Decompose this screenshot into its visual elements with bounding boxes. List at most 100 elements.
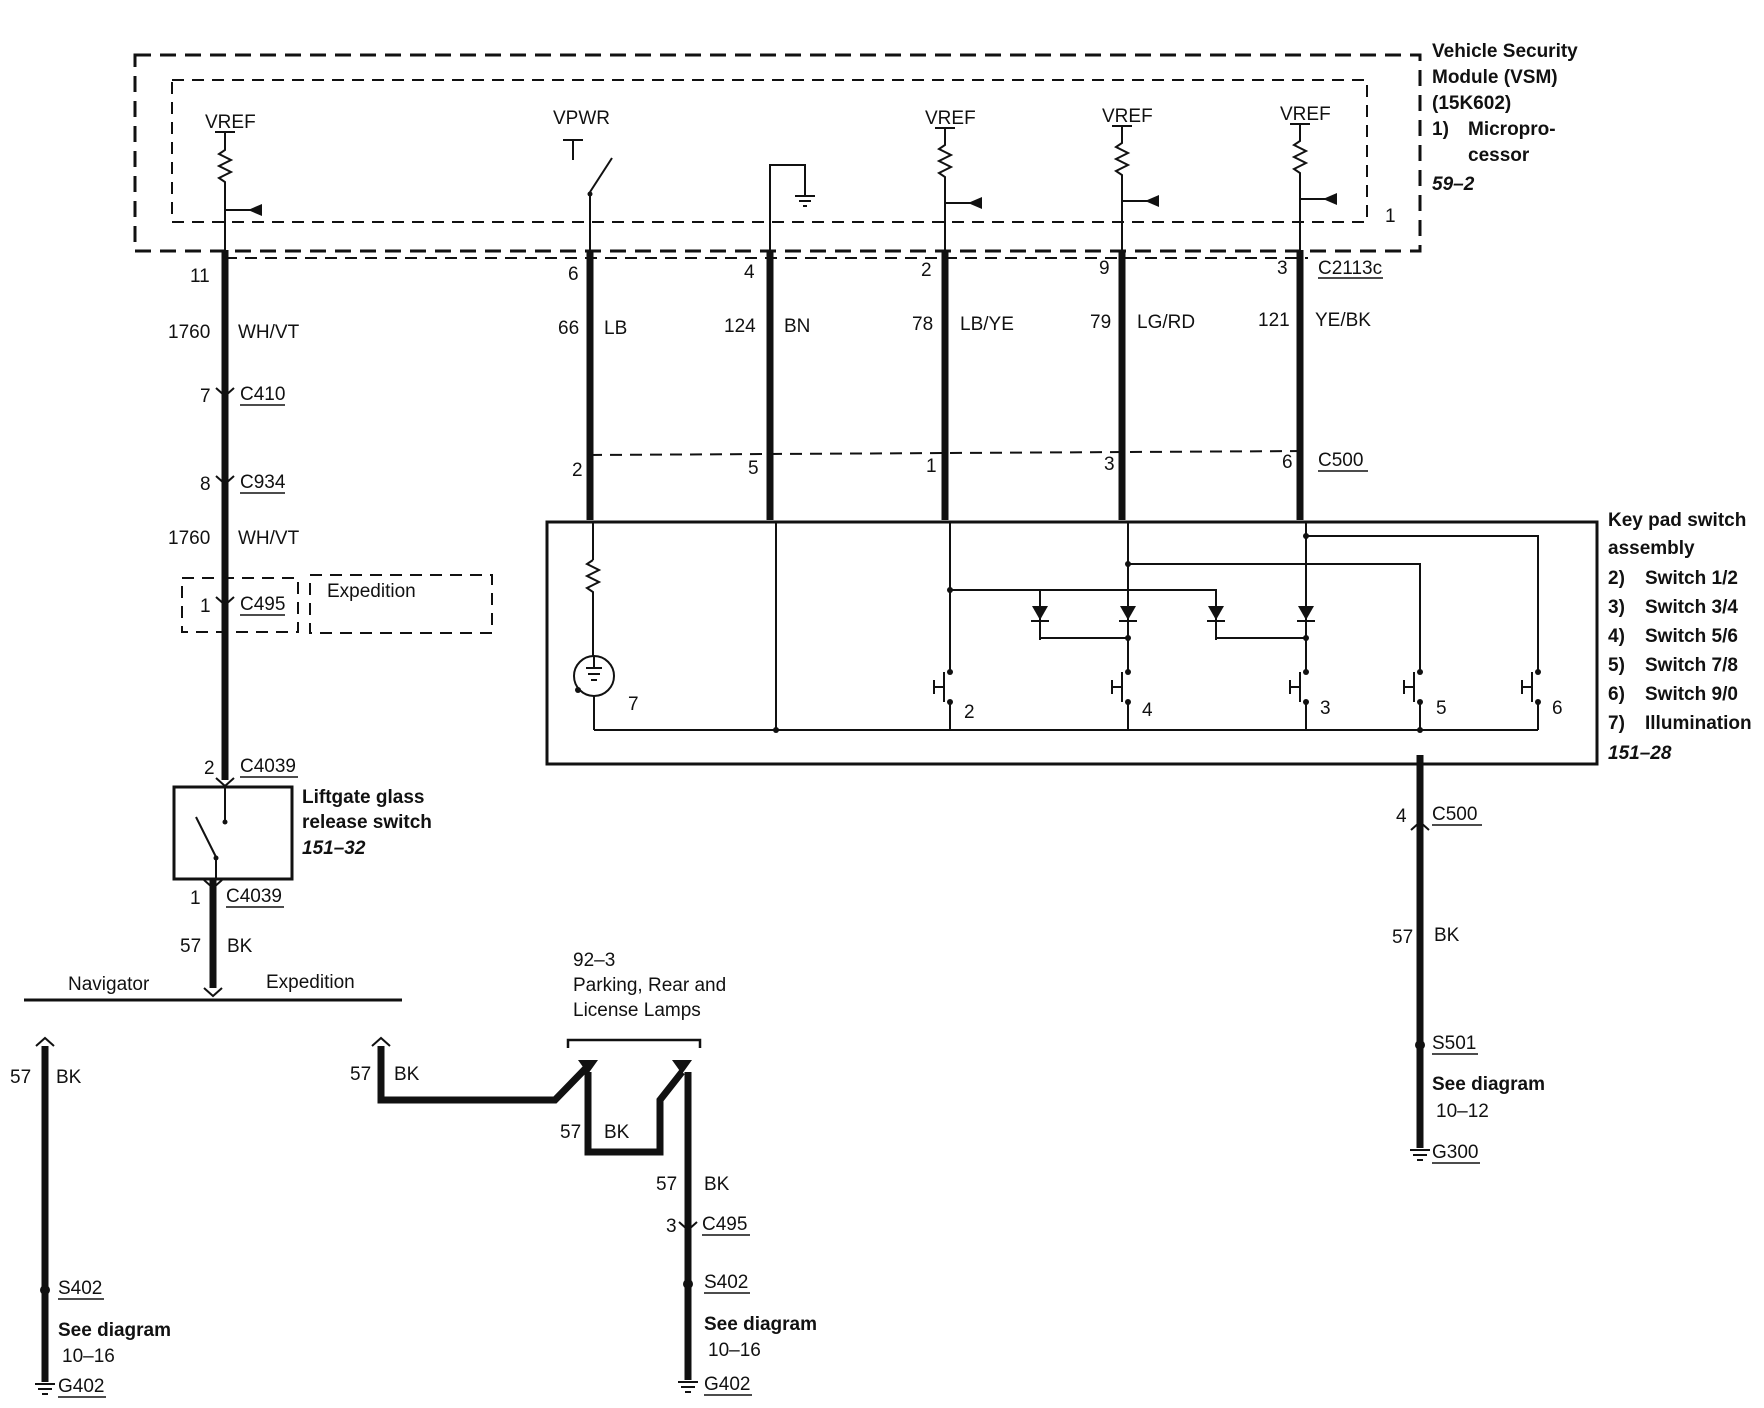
vsm-callout: 1: [1385, 206, 1396, 227]
switch-9-0: 6: [1521, 669, 1563, 730]
c410-label: C410: [240, 384, 285, 405]
circuit-number: 124: [724, 316, 756, 337]
switch-actuator: [1403, 672, 1415, 702]
c495-pin: 3: [666, 1216, 677, 1237]
lamp-dot: [575, 687, 581, 693]
keypad-title-1: Key pad switch: [1608, 510, 1746, 531]
connector-mark: [35, 1036, 55, 1047]
wire-color: WH/VT: [238, 528, 300, 549]
c4039-label: C4039: [226, 886, 282, 907]
c500-pin: 1: [926, 456, 937, 477]
g402-label: G402: [58, 1376, 104, 1397]
liftgate-ref: 151–32: [302, 838, 366, 859]
vsm-item1-label-1: Micropro-: [1468, 119, 1556, 140]
ground-symbol: [795, 195, 815, 207]
yebk-branch: [1306, 535, 1539, 672]
c500-pin: 6: [1282, 452, 1293, 473]
pin-number: 9: [1099, 258, 1110, 279]
input-arrow: [1323, 193, 1337, 205]
keypad-title-2: assembly: [1608, 538, 1695, 559]
liftgate-label-1: Liftgate glass: [302, 787, 424, 808]
switch-7-8: 5: [1403, 669, 1447, 730]
main-wires: [221, 250, 1304, 780]
switch-actuator: [1289, 672, 1301, 702]
vref-label: VREF: [1280, 104, 1331, 125]
expedition-note: Expedition: [327, 581, 416, 602]
keypad-item-num: 4): [1608, 626, 1625, 647]
keypad-item-label: Switch 5/6: [1645, 626, 1738, 647]
input-arrow: [248, 204, 262, 216]
vsm-ref: 59–2: [1432, 174, 1475, 195]
circuit-number: 57: [656, 1174, 677, 1195]
diode: [1120, 606, 1136, 620]
switch-actuator: [1111, 672, 1123, 702]
circuit-number: 79: [1090, 312, 1111, 333]
keypad-item-num: 2): [1608, 568, 1625, 589]
pin-number: 3: [1277, 258, 1288, 279]
keypad-item-num: 7): [1608, 713, 1625, 734]
switch-contact: [947, 669, 953, 675]
circuit-number: 57: [180, 936, 201, 957]
keypad-item-num: 5): [1608, 655, 1625, 676]
wire-color: BK: [704, 1174, 730, 1195]
circuit-number: 57: [350, 1064, 371, 1085]
vsm-module: Vehicle Security Module (VSM) (15K602) 1…: [133, 41, 1578, 253]
connector-mark: [1410, 820, 1430, 831]
c500-label: C500: [1318, 450, 1363, 471]
junction-dot: [773, 727, 779, 733]
switch-5-6: 3: [1289, 669, 1331, 730]
connector-mark: [215, 475, 235, 486]
lamp-terminal: [672, 1060, 692, 1074]
c500-pin: 5: [748, 458, 759, 479]
splice-dot: [40, 1285, 50, 1295]
wire-color: BN: [784, 316, 810, 337]
lgrd-branch: [1128, 563, 1421, 672]
vsm-item1-num: 1): [1432, 119, 1449, 140]
diode: [1298, 606, 1314, 620]
switch-num: 6: [1552, 698, 1563, 719]
wire-color: BK: [227, 936, 253, 957]
lamps-ref: 92–3: [573, 950, 615, 971]
lamps-label-2: License Lamps: [573, 1000, 701, 1021]
diode-bus: [950, 589, 1217, 640]
vsm-title-2: Module (VSM): [1432, 67, 1558, 88]
switch-actuator: [1521, 672, 1533, 702]
pin-number: 11: [190, 266, 210, 287]
c495-expedition-connector-box: [181, 577, 299, 633]
diode: [1032, 606, 1048, 620]
see-diagram: See diagram: [1432, 1074, 1545, 1095]
circuit-number: 57: [1392, 927, 1413, 948]
vsm-outer-boundary: [133, 53, 1422, 253]
c500-connector-line: [589, 450, 1309, 456]
vpwr-label: VPWR: [553, 108, 610, 129]
keypad-assembly: Key pad switch assembly 2) Switch 1/2 3)…: [545, 510, 1752, 766]
wire-color: BK: [394, 1064, 420, 1085]
keypad-item-num: 3): [1608, 597, 1625, 618]
circuit-number: 1760: [168, 322, 210, 343]
illum-resistor: [584, 559, 602, 656]
pullup-resistor: [1291, 124, 1309, 250]
lamp-symbol: [586, 656, 602, 681]
wire-color: LG/RD: [1137, 312, 1195, 333]
junction-dot: [947, 587, 953, 593]
junction-dot: [1303, 635, 1309, 641]
c4039-label: C4039: [240, 756, 296, 777]
junction-dot: [1125, 561, 1131, 567]
s402-label: S402: [704, 1272, 748, 1293]
pin-number: 6: [568, 264, 579, 285]
switch-contact: [1535, 669, 1541, 675]
wire-color: LB/YE: [960, 314, 1014, 335]
splice-dot: [683, 1279, 693, 1289]
ground-symbol: [678, 1381, 698, 1393]
c4039-pin: 2: [204, 758, 215, 779]
keypad-item-label: Switch 7/8: [1645, 655, 1738, 676]
ground-symbol: [1410, 1149, 1430, 1161]
circuit-number: 78: [912, 314, 933, 335]
switch-num: 5: [1436, 698, 1447, 719]
c934-pin: 8: [200, 474, 211, 495]
switch-1-2: 2: [933, 669, 975, 730]
g402-label: G402: [704, 1374, 750, 1395]
expedition-note-box: [309, 574, 493, 634]
keypad-item-label: Switch 9/0: [1645, 684, 1738, 705]
c2113c-label: C2113c: [1318, 258, 1382, 279]
